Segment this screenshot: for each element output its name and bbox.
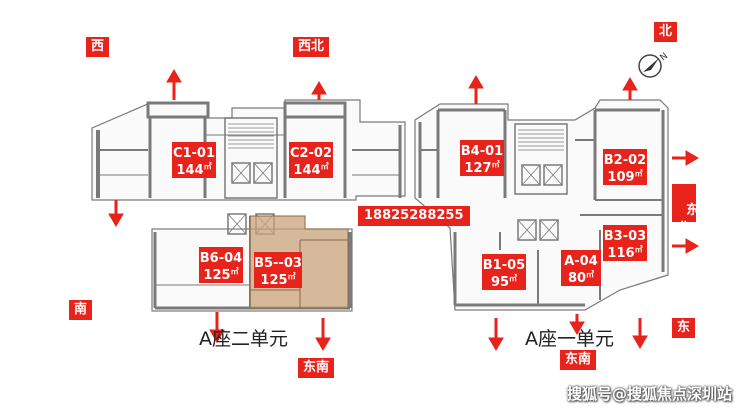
unit-area: 127㎡: [464, 160, 500, 176]
unit-area: 80㎡: [567, 270, 595, 286]
unit-label-b5-03: B5--03 125㎡: [254, 252, 302, 288]
direction-southeast-left: 东南: [298, 358, 335, 378]
direction-southeast-right: 东南: [560, 350, 597, 370]
svg-text:N: N: [659, 51, 671, 63]
direction-south: 南: [69, 300, 93, 320]
area-unit: ㎡: [509, 274, 518, 283]
building-right-plan: [414, 99, 669, 311]
watermark: 搜狐号@搜狐焦点深圳站: [566, 385, 732, 403]
arrow-up-icon: [166, 69, 182, 100]
unit-area: 116㎡: [607, 245, 643, 261]
unit-area: 109㎡: [607, 169, 643, 185]
arrow-down-icon: [108, 200, 124, 227]
unit-code: B2-02: [603, 153, 647, 168]
area-unit: ㎡: [634, 245, 643, 254]
unit-label-b1-05: B1-05 95㎡: [482, 254, 526, 290]
area-unit: ㎡: [230, 267, 239, 276]
unit-code: B6-04: [199, 251, 243, 266]
unit-area: 125㎡: [203, 267, 239, 283]
arrow-right-icon: [672, 238, 699, 254]
arrow-up-icon: [622, 77, 638, 100]
arrow-up-icon: [468, 75, 484, 104]
unit-label-a-04: A-04 80㎡: [561, 250, 601, 286]
unit-code: C2-02: [289, 146, 333, 161]
arrow-up-icon: [311, 81, 327, 100]
area-unit: ㎡: [203, 162, 212, 171]
compass-icon: N: [638, 51, 671, 78]
unit-area: 144㎡: [176, 162, 212, 178]
area-unit: ㎡: [586, 270, 595, 279]
arrow-down-icon: [315, 318, 331, 351]
unit-code: B3-03: [603, 229, 647, 244]
direction-north: 北: [654, 22, 678, 42]
area-unit: ㎡: [320, 162, 329, 171]
unit-code: A-04: [564, 254, 598, 269]
unit-area: 125㎡: [260, 272, 296, 288]
direction-east: 东: [672, 318, 696, 338]
unit-code: B5--03: [254, 256, 302, 271]
unit-label-b4-01: B4-01 127㎡: [460, 140, 504, 176]
direction-northeast: 东 北: [672, 184, 699, 236]
unit-area: 144㎡: [293, 162, 329, 178]
direction-west: 西: [86, 37, 110, 57]
direction-northwest: 西北: [293, 37, 330, 57]
unit-label-b3-03: B3-03 116㎡: [603, 225, 647, 261]
arrow-down-icon: [488, 318, 504, 351]
unit-label-c1-01: C1-01 144㎡: [172, 142, 216, 178]
unit-label-c2-02: C2-02 144㎡: [289, 142, 333, 178]
arrow-down-icon: [569, 314, 585, 335]
area-unit: ㎡: [287, 272, 296, 281]
unit-label-b6-04: B6-04 125㎡: [199, 247, 243, 283]
building-label-right: A座一单元: [525, 328, 614, 350]
area-unit: ㎡: [491, 160, 500, 169]
arrow-down-icon: [209, 312, 225, 343]
unit-label-b2-02: B2-02 109㎡: [603, 149, 647, 185]
arrow-down-icon: [632, 318, 648, 349]
arrow-right-icon: [672, 150, 699, 166]
area-unit: ㎡: [634, 169, 643, 178]
unit-area: 95㎡: [490, 274, 518, 290]
unit-code: C1-01: [172, 146, 216, 161]
direction-northeast-label: 东 北: [677, 203, 700, 236]
phone-number: 18825288255: [358, 206, 470, 226]
direction-arrows: [108, 69, 699, 351]
building-label-left: A座二单元: [199, 328, 288, 350]
unit-code: B1-05: [482, 258, 526, 273]
unit-code: B4-01: [460, 144, 504, 159]
